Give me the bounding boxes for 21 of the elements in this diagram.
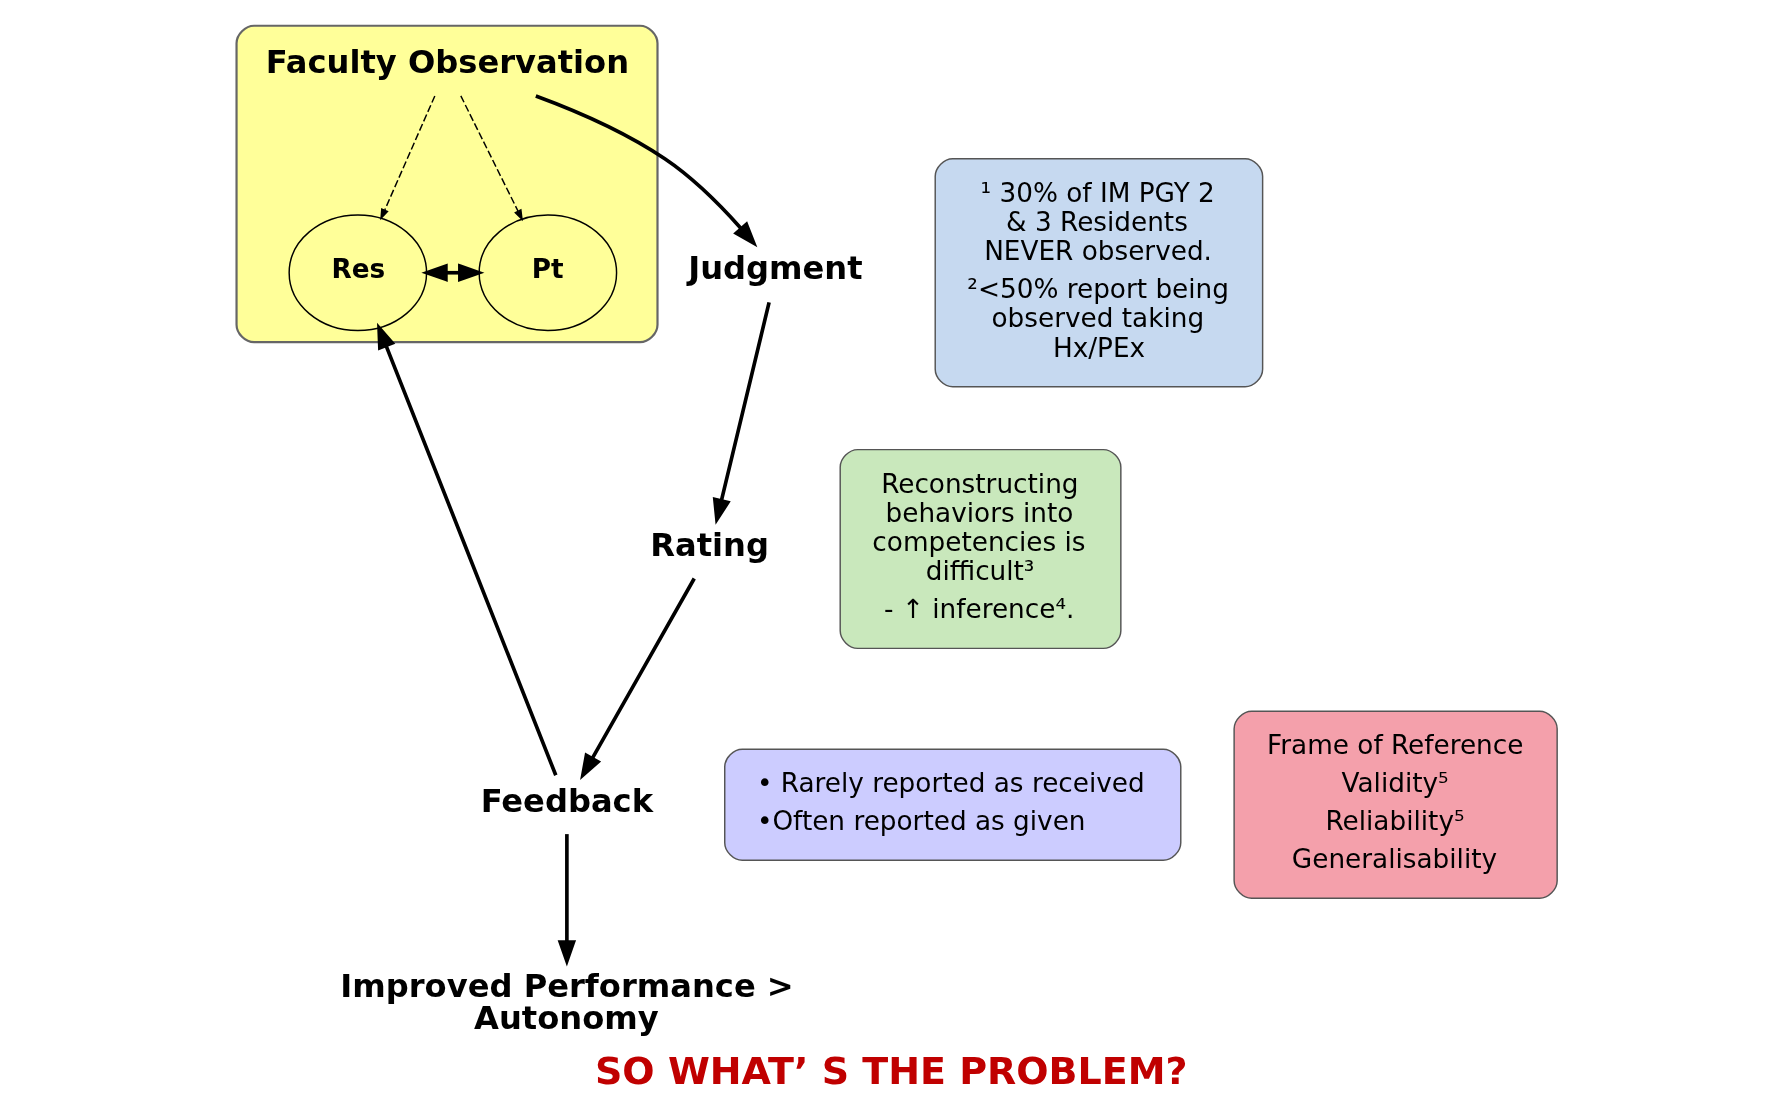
- node-text: Feedback: [480, 781, 653, 820]
- arrow: [557, 834, 576, 967]
- node-box: ¹ 30% of IM PGY 2 & 3 Residents NEVER observed. ²<50% report being observed taking Hx/PEx: [934, 158, 1263, 388]
- node-text: Judgment: [687, 249, 863, 288]
- node-text: Improved Performance > Autonomy: [339, 967, 794, 1038]
- arrow: [376, 322, 557, 776]
- arrow: [712, 302, 771, 525]
- node-text: Faculty Observation: [265, 43, 629, 82]
- node-box: Reconstructing behaviors into competencies is difficult³ - ↑ inference⁴.: [839, 448, 1122, 650]
- arrow: [534, 94, 757, 248]
- arrow: [379, 95, 436, 221]
- node-box: Frame of Reference Validity⁵ Reliability⁵ Generalisability: [1232, 710, 1558, 900]
- arrow: [459, 95, 523, 222]
- cluster: [234, 24, 659, 344]
- node-ellipse: Res: [287, 214, 427, 332]
- arrow: [579, 577, 696, 780]
- node-ellipse: Pt: [477, 214, 617, 332]
- caption: SO WHAT’ S THE PROBLEM?: [594, 1048, 1188, 1093]
- arrow: [420, 263, 484, 282]
- node-text: Rating: [649, 525, 769, 564]
- node-box: • Rarely reported as received •Often reported as given: [723, 748, 1181, 862]
